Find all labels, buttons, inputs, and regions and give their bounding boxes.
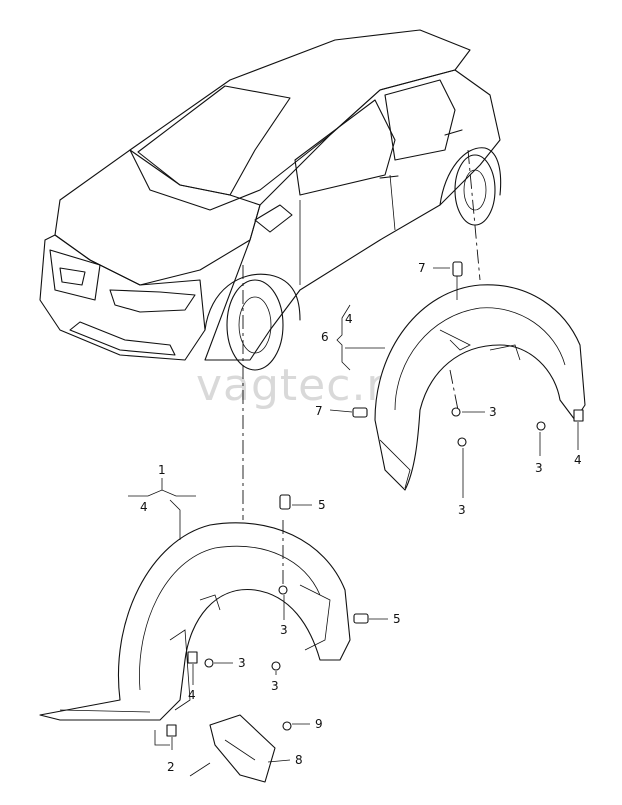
leader-rear bbox=[467, 149, 481, 281]
callout-7-top: 7 bbox=[418, 261, 426, 275]
callout-7-left: 7 bbox=[315, 404, 323, 418]
callout-8: 8 bbox=[295, 753, 303, 767]
callout-2: 2 bbox=[167, 760, 175, 774]
front-wheel-housing-liner bbox=[39, 522, 351, 783]
callout-5-right: 5 bbox=[393, 612, 401, 626]
callout-4-front-clip: 4 bbox=[188, 688, 196, 702]
callout-4-front-group: 4 bbox=[140, 500, 148, 514]
callout-3-front-c: 3 bbox=[271, 679, 279, 693]
fasteners bbox=[166, 261, 584, 737]
callout-9: 9 bbox=[315, 717, 323, 731]
callout-3-rear-c: 3 bbox=[535, 461, 543, 475]
rear-wheel-housing-liner bbox=[374, 284, 586, 491]
callout-3-front-b: 3 bbox=[238, 656, 246, 670]
callout-labels: 1 4 6 4 7 7 3 3 3 4 5 5 3 3 3 4 2 8 9 bbox=[140, 261, 582, 774]
callout-4-rear-group: 4 bbox=[345, 312, 353, 326]
callout-1: 1 bbox=[158, 463, 166, 477]
callout-6: 6 bbox=[321, 330, 329, 344]
car-illustration bbox=[39, 29, 502, 371]
callout-3-rear-a: 3 bbox=[489, 405, 497, 419]
callout-lines bbox=[128, 267, 579, 777]
callout-4-rear-clip: 4 bbox=[574, 453, 582, 467]
callout-5-top: 5 bbox=[318, 498, 326, 512]
callout-3-front-a: 3 bbox=[280, 623, 288, 637]
callout-3-rear-b: 3 bbox=[458, 503, 466, 517]
